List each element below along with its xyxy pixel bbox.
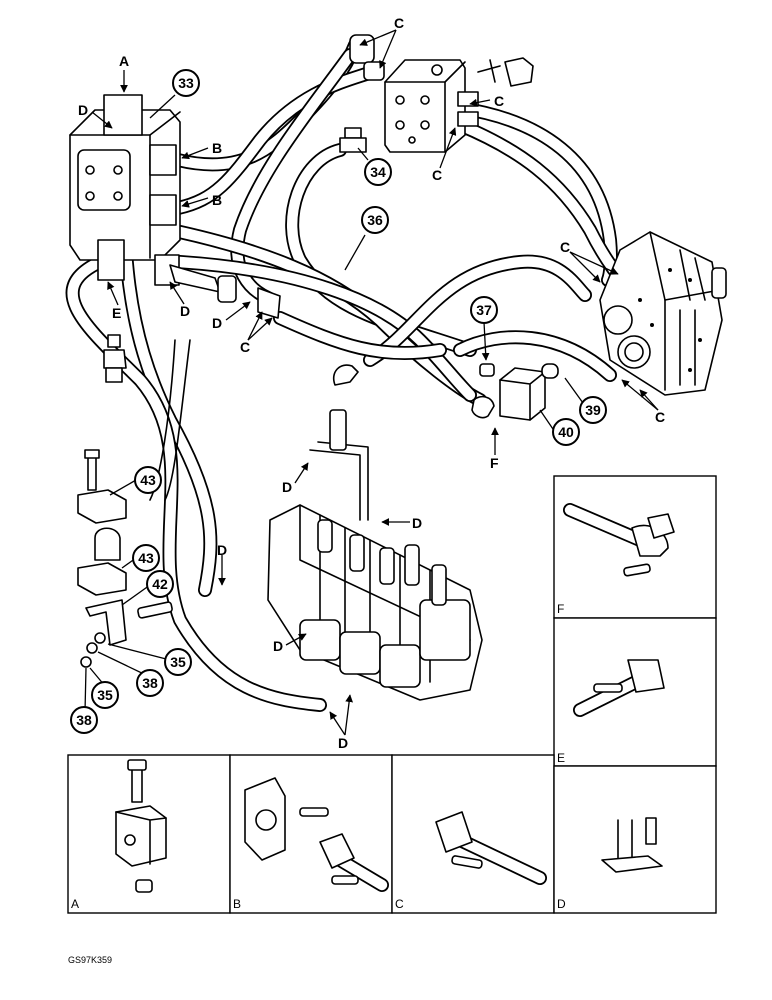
callout-38-upper: 38: [136, 669, 164, 697]
label-C-pump-lower: C: [655, 409, 665, 425]
detail-panel-A: A: [67, 754, 231, 914]
callout-43-lower: 43: [132, 544, 160, 572]
svg-text:38: 38: [142, 675, 158, 691]
panel-B-label: B: [233, 897, 241, 911]
label-D-block: D: [78, 102, 88, 118]
control-valve-bank: [267, 409, 483, 701]
label-D-hose: D: [217, 542, 227, 558]
svg-text:35: 35: [97, 687, 113, 703]
loose-fittings: [103, 334, 127, 383]
letter-labels: A D B B C C C C C E D D C F D D D D D: [78, 15, 665, 751]
label-D-valve-top: D: [282, 479, 292, 495]
svg-text:38: 38: [76, 712, 92, 728]
valve-block-33: [69, 94, 181, 286]
label-D-valve-bottom: D: [338, 735, 348, 751]
callout-36: 36: [361, 206, 389, 234]
label-C-junction: C: [240, 339, 250, 355]
panel-C-label: C: [395, 897, 404, 911]
callout-39: 39: [579, 396, 607, 424]
svg-text:37: 37: [476, 302, 492, 318]
label-D-valve-left: D: [273, 638, 283, 654]
svg-text:39: 39: [585, 402, 601, 418]
label-E: E: [112, 305, 121, 321]
label-D-mid: D: [180, 303, 190, 319]
label-C-top: C: [394, 15, 404, 31]
detail-panel-C: C: [391, 754, 555, 914]
label-C-right: C: [494, 93, 504, 109]
label-D-junction: D: [212, 315, 222, 331]
callout-38-lower: 38: [70, 706, 98, 734]
top-valve-block: [349, 34, 534, 153]
callout-35-upper: 35: [164, 648, 192, 676]
label-B-upper: B: [212, 140, 222, 156]
label-A: A: [119, 53, 129, 69]
callout-37: 37: [470, 296, 498, 324]
callout-40: 40: [552, 418, 580, 446]
callout-35-lower: 35: [91, 681, 119, 709]
svg-text:40: 40: [558, 424, 574, 440]
label-F: F: [490, 455, 499, 471]
callout-42: 42: [146, 570, 174, 598]
svg-text:42: 42: [152, 576, 168, 592]
figure-code: GS97K359: [68, 955, 112, 965]
callout-34: 34: [364, 158, 392, 186]
panel-F-label: F: [557, 602, 564, 616]
svg-text:35: 35: [170, 654, 186, 670]
callout-43-upper: 43: [134, 466, 162, 494]
callout-33: 33: [172, 69, 200, 97]
detail-panel-F: F: [553, 475, 717, 619]
detail-panel-E: E: [553, 617, 717, 767]
svg-text:36: 36: [367, 212, 383, 228]
svg-text:43: 43: [138, 550, 154, 566]
fitting-34: [339, 127, 367, 153]
svg-text:33: 33: [178, 75, 194, 91]
label-D-valve-right: D: [412, 515, 422, 531]
adapter-block-40: [333, 363, 559, 421]
label-B-lower: B: [212, 192, 222, 208]
svg-text:34: 34: [370, 164, 386, 180]
panel-D-label: D: [557, 897, 566, 911]
svg-text:43: 43: [140, 472, 156, 488]
label-C-pump: C: [560, 239, 570, 255]
detail-panel-D: D: [553, 765, 717, 914]
panel-E-label: E: [557, 751, 565, 765]
panel-A-label: A: [71, 897, 79, 911]
label-C-block: C: [432, 167, 442, 183]
hydraulic-pump: [599, 231, 727, 396]
detail-panel-B: B: [229, 754, 393, 914]
